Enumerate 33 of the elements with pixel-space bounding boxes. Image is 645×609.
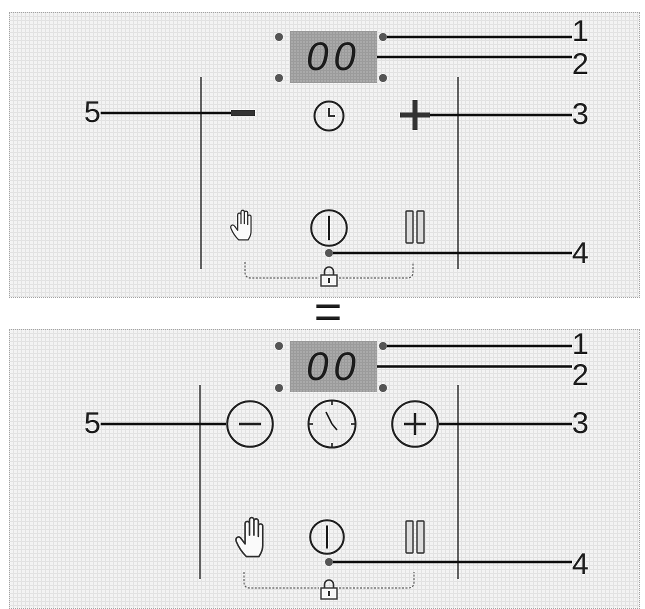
- plus-circle-icon: [391, 400, 439, 448]
- equals-sign: =: [314, 301, 342, 325]
- indicator-dot: [325, 249, 333, 257]
- callout-number: 3: [572, 409, 589, 439]
- leader-line: [439, 422, 572, 426]
- leader-line: [387, 36, 572, 38]
- callout-number: 5: [84, 98, 101, 128]
- callout-number: 2: [572, 361, 589, 391]
- leader-line: [100, 112, 231, 114]
- plus-icon: [400, 100, 430, 130]
- indicator-dot: [379, 33, 387, 41]
- control-panel: [9, 12, 640, 298]
- indicator-dot: [325, 558, 333, 566]
- leader-line: [377, 365, 572, 368]
- indicator-dot: [379, 342, 387, 350]
- leader-line: [377, 56, 572, 58]
- callout-number: 5: [84, 409, 101, 439]
- leader-line: [333, 252, 572, 254]
- minus-icon: [231, 110, 255, 116]
- control-panel: [9, 329, 640, 609]
- callout-number: 2: [572, 50, 589, 80]
- callout-number: 4: [572, 239, 589, 269]
- leader-line: [100, 422, 226, 426]
- callout-number: 1: [572, 17, 589, 47]
- leader-line: [387, 344, 572, 348]
- digital-display: 00: [290, 31, 377, 83]
- digital-display: 00: [290, 341, 377, 392]
- callout-number: 3: [572, 100, 589, 130]
- leader-line: [333, 560, 572, 564]
- callout-number: 1: [572, 330, 589, 360]
- callout-number: 4: [572, 550, 589, 580]
- leader-line: [430, 114, 572, 116]
- minus-circle-icon: [226, 400, 274, 448]
